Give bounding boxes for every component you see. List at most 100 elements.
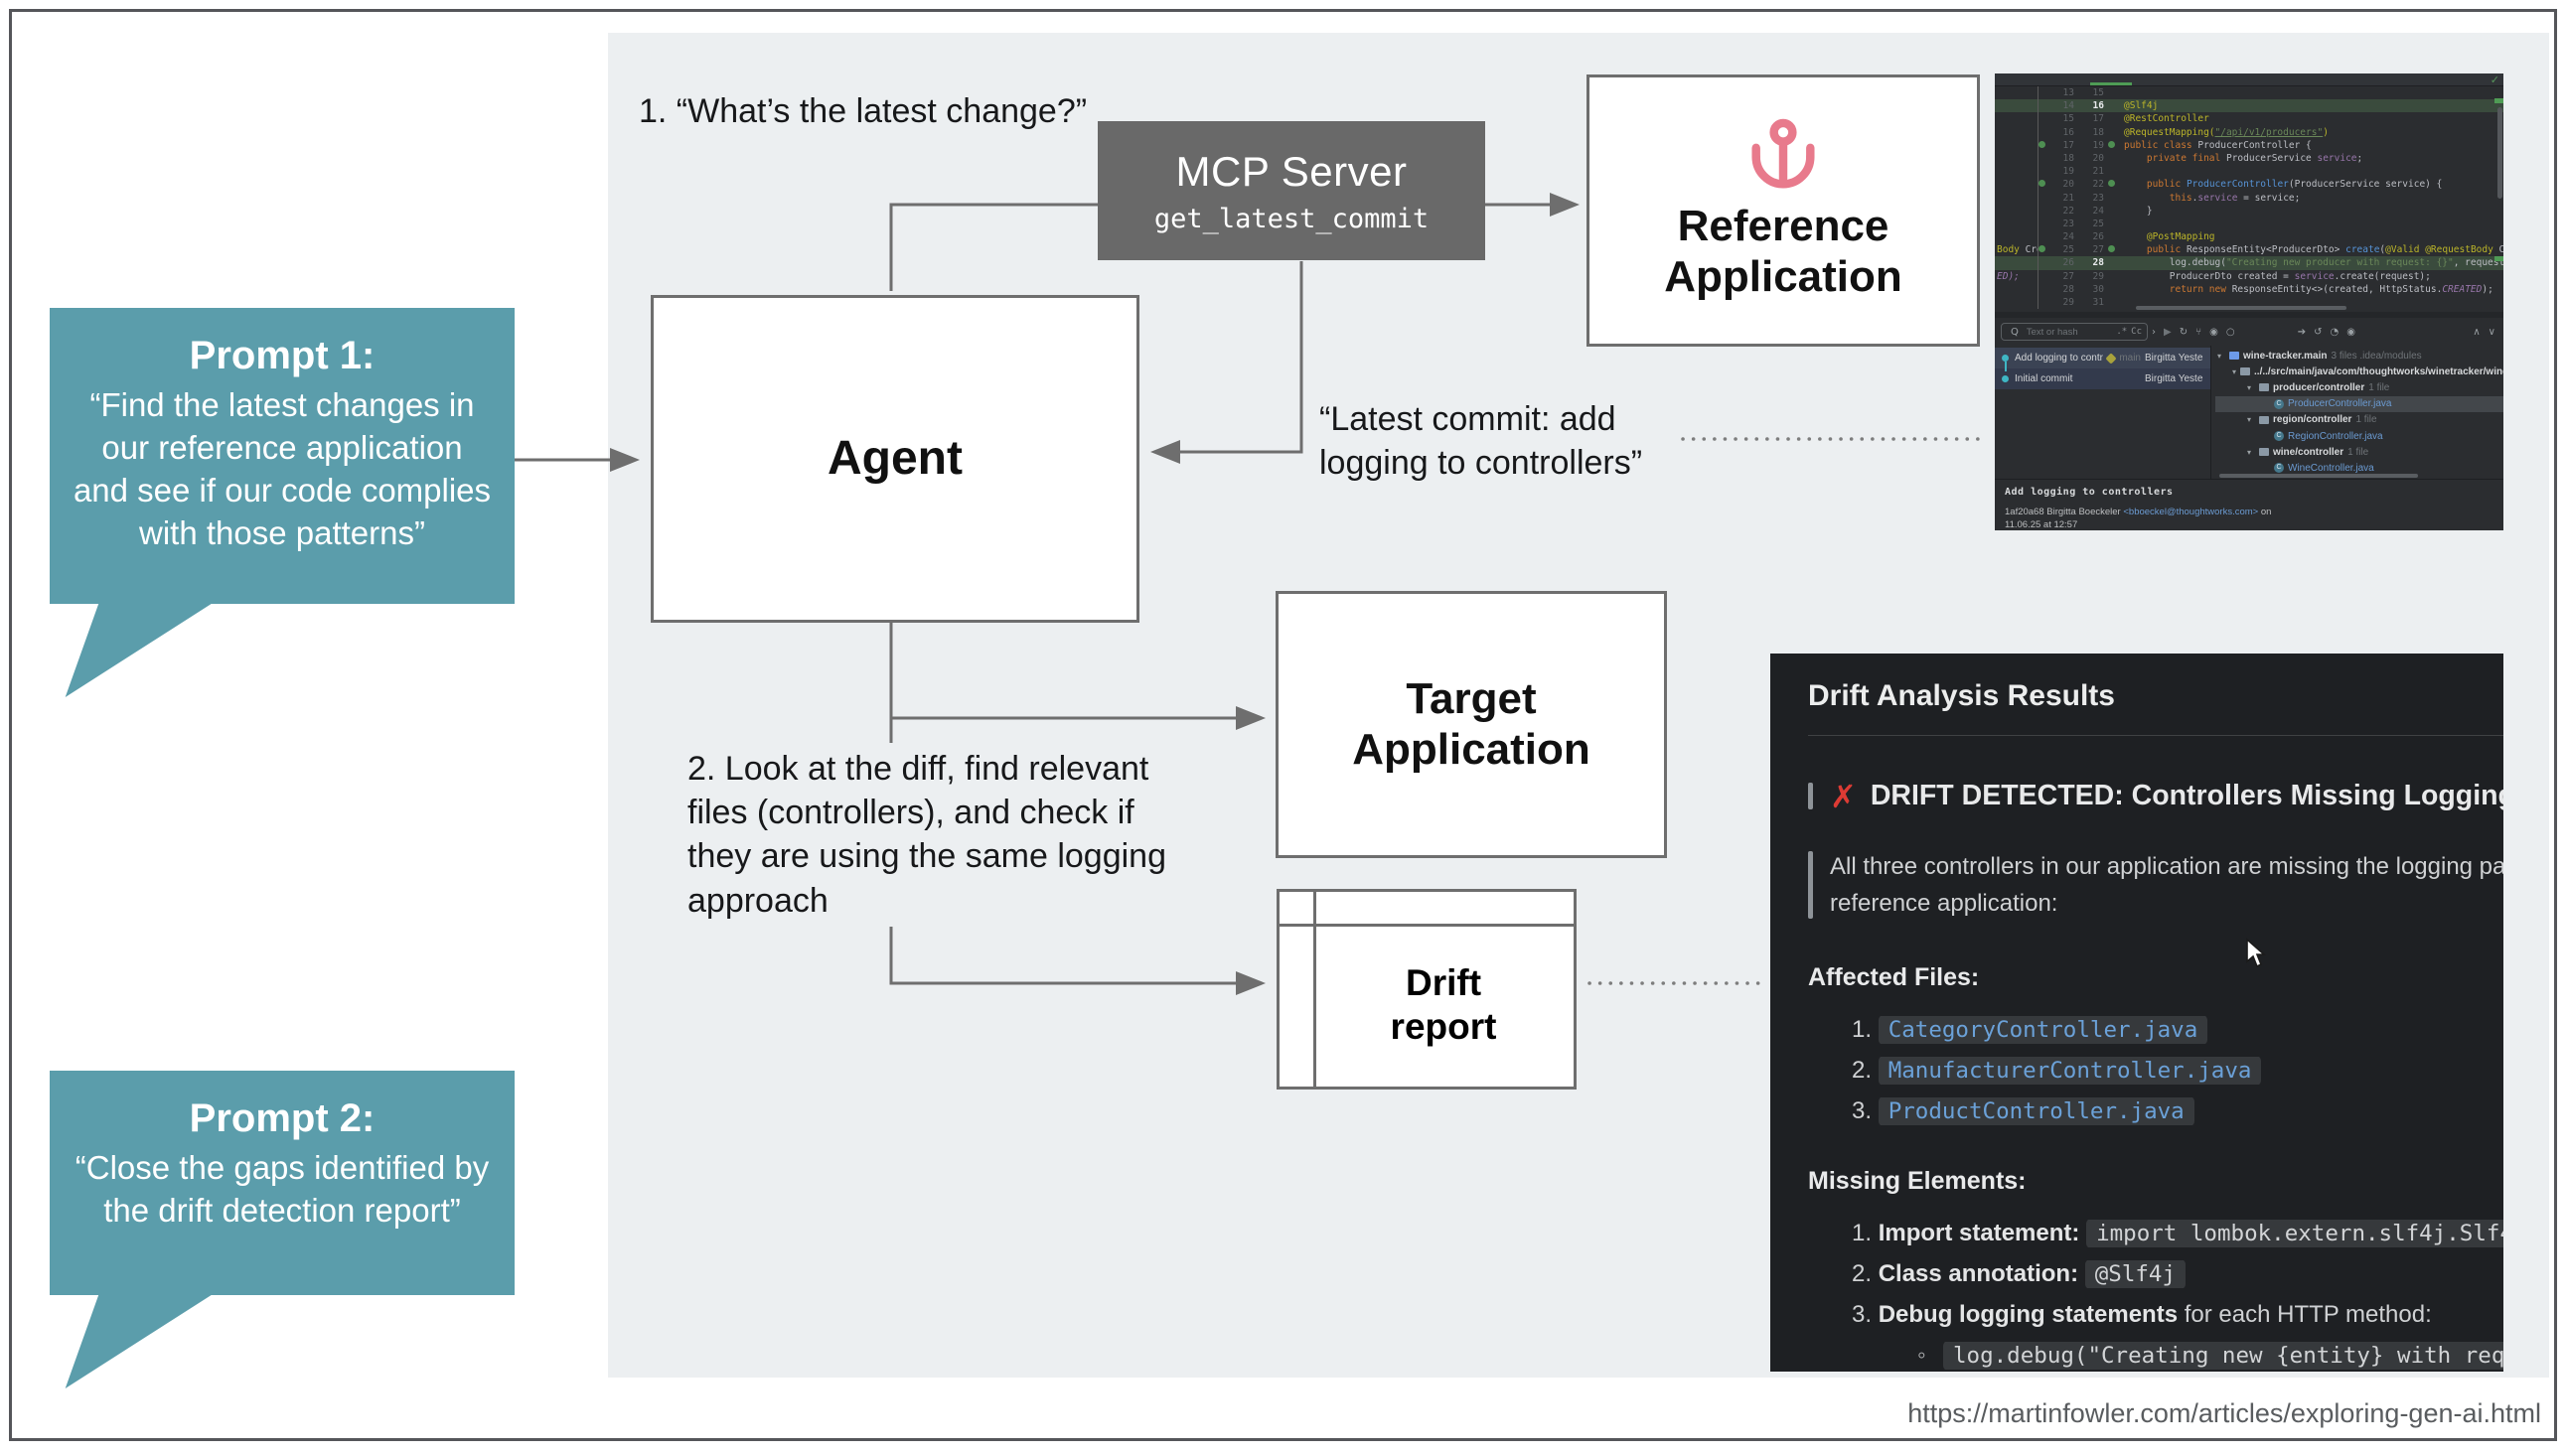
- expand-icon[interactable]: ∧: [2473, 326, 2481, 338]
- jump-to-source-icon[interactable]: ➔: [2297, 326, 2307, 338]
- history-icon[interactable]: ◔: [2330, 326, 2340, 338]
- line-number-new: 27: [2092, 244, 2104, 256]
- diff-code-line: public ResponseEntity<ProducerDto> creat…: [2146, 244, 2503, 256]
- chevron-icon[interactable]: ›: [2152, 326, 2156, 338]
- chevron-down-icon[interactable]: ▾: [2217, 351, 2222, 361]
- tree-file-name: RegionController.java: [2288, 430, 2383, 442]
- diff-code-line: public class ProducerController {: [2124, 139, 2312, 151]
- tree-meta: 1 file: [2347, 446, 2369, 458]
- latest-commit-label: “Latest commit: add logging to controlle…: [1319, 400, 1643, 483]
- missing-element-item: Import statement: import lombok.extern.s…: [1852, 1220, 2503, 1248]
- line-number-new: 25: [2092, 218, 2104, 229]
- tree-row[interactable]: ▾../../src/main/java/com/thoughtworks/wi…: [2215, 364, 2503, 379]
- find-icon[interactable]: ○: [2225, 326, 2235, 338]
- diff-old-pane-cell: [1995, 296, 2038, 310]
- match-case-toggle[interactable]: Cc: [2131, 327, 2142, 337]
- rollback-icon[interactable]: ↺: [2314, 326, 2323, 338]
- regex-toggle[interactable]: .*: [2116, 327, 2128, 337]
- red-x-icon: ✗: [1830, 777, 1857, 815]
- line-number-new: 24: [2092, 205, 2104, 217]
- chevron-down-icon[interactable]: ▾: [2247, 415, 2252, 425]
- commit-author-email[interactable]: <bboeckel@thoughtworks.com>: [2123, 507, 2259, 517]
- diff-code-line: @Slf4j: [2124, 100, 2159, 112]
- diff-scrollbar[interactable]: [2497, 107, 2502, 199]
- tree-meta: 1 file: [2355, 414, 2377, 426]
- affected-file-item: ProductController.java: [1852, 1097, 2503, 1126]
- mouse-cursor-icon: [2246, 938, 2267, 968]
- commit-author: Birgitta Yeste: [2145, 373, 2203, 384]
- chevron-down-icon[interactable]: ▾: [2232, 366, 2237, 376]
- diff-horizontal-scrollbar[interactable]: [2136, 306, 2346, 310]
- line-number-old: 29: [2062, 297, 2074, 308]
- spring-leaf-icon: [2038, 243, 2048, 256]
- line-number-old: 26: [2062, 257, 2074, 269]
- play-icon[interactable]: ▶: [2164, 326, 2172, 338]
- drift-summary-line1: All three controllers in our application…: [1830, 853, 2503, 880]
- drift-analysis-panel: Drift Analysis Results ✗ DRIFT DETECTED:…: [1770, 654, 2503, 1372]
- commit-search-input[interactable]: Q Text or hash .* Cc: [2001, 323, 2148, 341]
- missing-element-label: Debug logging statements: [1878, 1301, 2179, 1329]
- diff-header-bar: [1995, 73, 2503, 86]
- tree-folder-name: wine-tracker.main: [2243, 350, 2328, 362]
- missing-element-item: Debug logging statements for each HTTP m…: [1878, 1301, 2432, 1329]
- drift-alert-text: DRIFT DETECTED: Controllers Missing Logg…: [1870, 780, 2503, 811]
- tree-meta: 3 files .idea/modules: [2331, 350, 2422, 362]
- collapse-icon[interactable]: ∨: [2488, 326, 2495, 338]
- line-number-new: 28: [2092, 257, 2104, 269]
- mcp-server-title: MCP Server: [1175, 147, 1408, 195]
- affected-file-item: CategoryController.java: [1852, 1016, 2503, 1045]
- line-number-old: 19: [2062, 166, 2074, 178]
- spring-leaf-icon: [2108, 178, 2118, 191]
- prompt1-body: “Find the latest changes in our referenc…: [73, 386, 492, 551]
- diff-code-line: this.service = service;: [2169, 192, 2301, 204]
- chevron-down-icon[interactable]: ▾: [2247, 447, 2252, 457]
- line-number-old: 24: [2062, 231, 2074, 243]
- search-placeholder: Text or hash: [2026, 326, 2078, 338]
- reference-application-node: Reference Application: [1586, 74, 1980, 347]
- drift-report-left-line: [1313, 892, 1316, 1087]
- preview-icon[interactable]: ◉: [2346, 326, 2355, 338]
- refresh-icon[interactable]: ↻: [2179, 326, 2189, 338]
- branch-graph-icon[interactable]: ⑂: [2195, 326, 2202, 338]
- missing-element-item: Class annotation: @Slf4j: [1852, 1260, 2503, 1289]
- commit-row[interactable]: Add logging to controllersmainBirgitta Y…: [1995, 348, 2210, 371]
- diff-row[interactable]: Body Creat2527 public ResponseEntity<Pro…: [1995, 243, 2503, 257]
- eye-icon[interactable]: ◉: [2209, 326, 2218, 338]
- line-number-new: 20: [2092, 152, 2104, 164]
- chevron-down-icon[interactable]: ▾: [2247, 382, 2252, 392]
- line-number-new: 26: [2092, 231, 2104, 243]
- step1-label: 1. “What’s the latest change?”: [639, 92, 1088, 130]
- reference-application-label: Reference Application: [1664, 202, 1902, 301]
- tree-horizontal-scrollbar[interactable]: [2219, 474, 2418, 478]
- git-toolbar: Q Text or hash .* Cc › ▶ ↻ ⑂ ◉ ○ ➔ ↺ ◔ ◉…: [1995, 312, 2503, 346]
